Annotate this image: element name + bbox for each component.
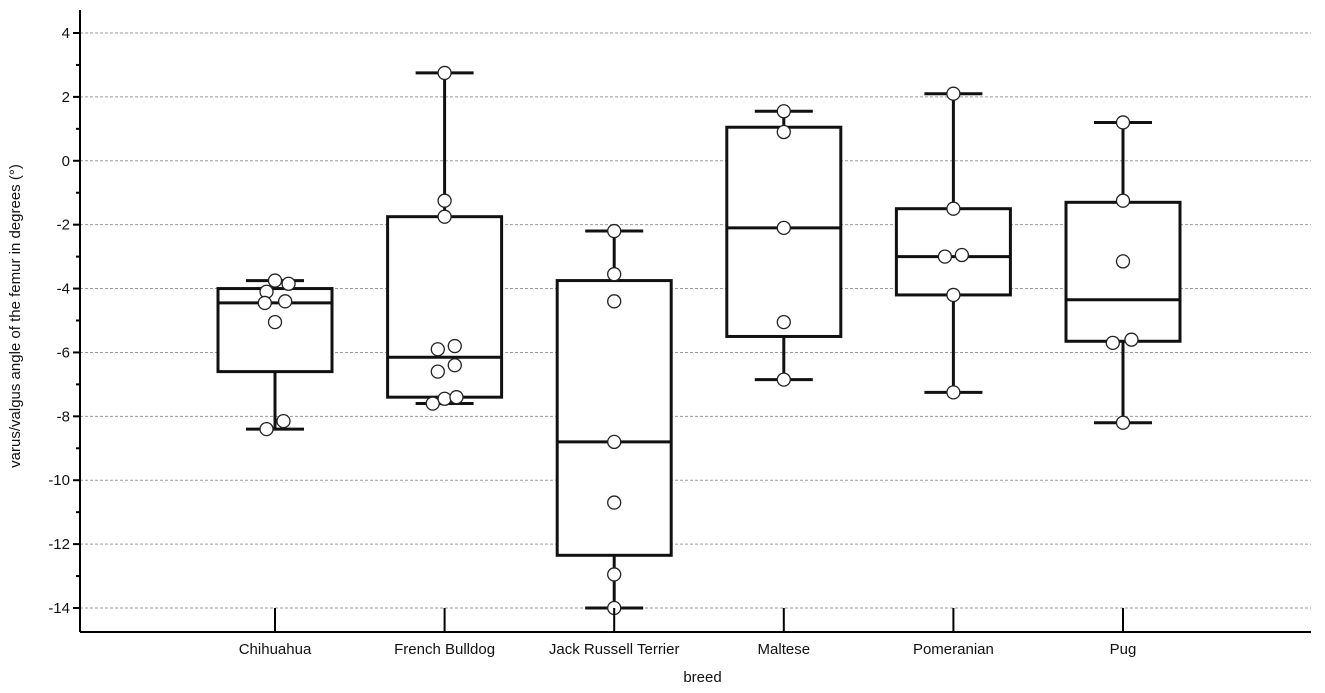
y-tick-label: 2	[62, 89, 70, 106]
data-point	[946, 86, 961, 101]
data-point	[1115, 115, 1131, 130]
data-point	[776, 104, 791, 119]
y-tick-label: -12	[48, 536, 70, 553]
data-point	[607, 223, 622, 239]
y-tick-label: 0	[62, 153, 70, 170]
data-point	[1115, 193, 1131, 208]
y-tick-label: -6	[57, 344, 70, 361]
data-point	[430, 364, 445, 379]
x-tick-label: Maltese	[758, 641, 811, 658]
y-tick-label: -8	[57, 408, 70, 425]
data-point	[430, 342, 445, 357]
data-point	[607, 267, 622, 282]
data-point	[776, 220, 791, 236]
x-tick-label: French Bulldog	[394, 641, 495, 658]
x-axis-ticks: Chihuahua French Bulldog Jack Russell Terr…	[239, 608, 1137, 658]
y-axis-ticks: 4 2 0 -2 -4 -6 -8 -10 -12 -14	[48, 25, 80, 617]
data-point	[278, 294, 293, 309]
y-tick-label: 4	[62, 25, 70, 42]
data-point	[607, 294, 622, 309]
box-group	[386, 71, 504, 406]
box-iqr	[216, 287, 334, 374]
data-point	[281, 276, 296, 291]
box-group	[216, 279, 334, 431]
y-tick-label: -14	[48, 600, 70, 617]
box-group	[725, 109, 843, 382]
x-axis-title: breed	[683, 669, 721, 686]
data-point	[946, 287, 961, 303]
data-point	[607, 434, 622, 450]
x-tick-label: Pomeranian	[913, 641, 994, 658]
data-point	[946, 385, 961, 400]
data-point	[607, 567, 622, 582]
y-tick-label: -4	[57, 281, 70, 298]
box-group	[1064, 120, 1182, 425]
data-point	[776, 314, 791, 330]
data-point	[607, 495, 622, 510]
data-point	[437, 209, 452, 224]
data-point	[447, 338, 462, 354]
data-point	[1124, 332, 1139, 347]
data-point	[267, 314, 283, 330]
box-iqr	[1064, 200, 1182, 343]
box-group	[894, 92, 1012, 394]
data-point	[437, 391, 452, 406]
data-point	[1105, 335, 1120, 351]
data-point	[447, 358, 462, 373]
data-point	[437, 65, 452, 81]
data-point	[267, 273, 283, 288]
data-point	[946, 201, 961, 216]
y-axis-title: varus/valgus angle of the femur in degre…	[7, 164, 24, 468]
box-plots	[216, 71, 1182, 610]
x-tick-label: Pug	[1110, 641, 1137, 658]
data-point	[259, 421, 274, 437]
x-tick-label: Jack Russell Terrier	[549, 641, 680, 658]
data-point	[437, 193, 452, 208]
box-iqr	[894, 207, 1012, 297]
data-point	[776, 372, 791, 387]
y-tick-label: -10	[48, 472, 70, 489]
box-group	[555, 229, 673, 610]
data-point	[449, 390, 464, 405]
data-point	[1115, 254, 1131, 269]
data-point	[776, 124, 791, 140]
data-point	[1115, 415, 1131, 430]
x-tick-label: Chihuahua	[239, 641, 312, 658]
data-point	[954, 247, 970, 263]
box-iqr	[555, 279, 673, 557]
data-point	[257, 295, 272, 311]
data-point	[276, 413, 291, 429]
data-point	[425, 396, 440, 411]
data-point	[937, 249, 953, 264]
data-points	[257, 65, 1139, 616]
y-tick-label: -2	[57, 217, 70, 234]
